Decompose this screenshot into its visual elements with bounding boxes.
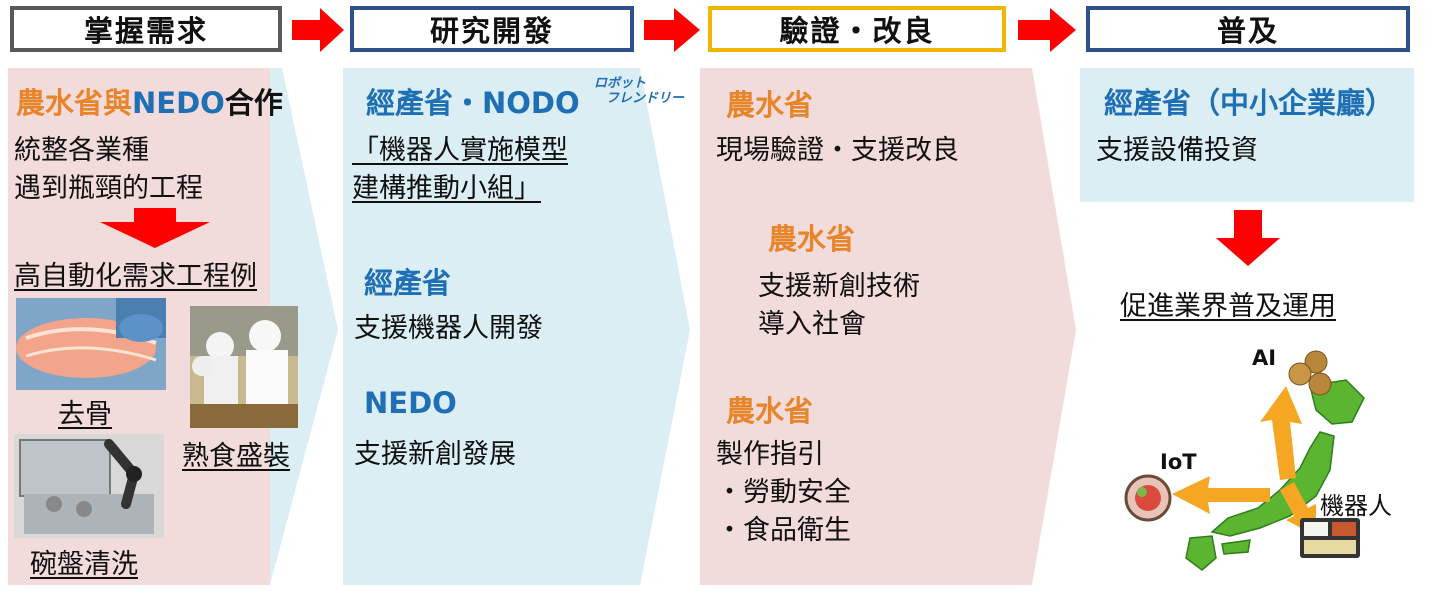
- col3-org3-line2: ・勞動安全: [716, 477, 851, 508]
- col4-org-text: 支援設備投資: [1096, 135, 1258, 166]
- col1-down-arrow: [100, 208, 210, 248]
- photo-label-dish-washing: 碗盤清洗: [30, 549, 138, 580]
- kyushu-shape: [1185, 535, 1217, 571]
- photo-label-deboning: 去骨: [58, 399, 112, 430]
- map-label-iot: IoT: [1160, 450, 1197, 474]
- col1-line2: 遇到瓶頸的工程: [14, 173, 203, 204]
- ai-arrow: [1260, 386, 1302, 480]
- col4-org: 經產省（中小企業廳）: [1104, 86, 1395, 120]
- map-label-ai: AI: [1252, 346, 1277, 370]
- col3-org2: 農水省: [768, 222, 856, 256]
- col2-org3-text: 支援新創發展: [354, 439, 516, 470]
- photo-label-food-packing: 熟食盛裝: [182, 441, 290, 472]
- logo-line2: フレンドリー: [606, 91, 685, 106]
- col2-org2-text: 支援機器人開發: [354, 313, 543, 344]
- col3-org3-line1: 製作指引: [716, 439, 824, 470]
- step-arrow-3: [1018, 8, 1076, 52]
- step-arrow-1: [292, 8, 344, 52]
- col4-result: 促進業界普及運用: [1120, 291, 1336, 322]
- col3-org1-text: 現場驗證・支援改良: [716, 135, 959, 166]
- robot-friendly-logo: ロボット フレンドリー: [592, 76, 684, 116]
- dish-washing-photo: [14, 434, 164, 538]
- col3-org1: 農水省: [726, 88, 814, 122]
- col3-org2-line1: 支援新創技術: [758, 271, 920, 302]
- col4-down-arrow: [1216, 210, 1280, 266]
- food-packing-photo: [190, 306, 298, 428]
- japan-map-illustration: [1124, 350, 1365, 571]
- step-header-4: 普及: [1086, 6, 1410, 52]
- col1-title: 農水省與NEDO合作: [16, 80, 283, 122]
- shikoku-shape: [1221, 539, 1251, 555]
- deboning-photo: [16, 298, 166, 390]
- step-arrow-2: [644, 8, 700, 52]
- step-header-3: 驗證・改良: [708, 6, 1006, 52]
- col2-group-line2: 建構推動小組」: [352, 173, 541, 204]
- honshu-shape: [1210, 431, 1335, 537]
- col3-org3: 農水省: [726, 394, 814, 428]
- col4-box: [1080, 68, 1414, 202]
- col1-title-suffix: 合作: [224, 86, 283, 120]
- col2-org1: 經產省・NODO: [366, 86, 580, 120]
- map-label-robot: 機器人: [1320, 492, 1392, 520]
- col3-org3-line3: ・食品衛生: [716, 515, 851, 546]
- logo-line1: ロボット: [594, 76, 647, 91]
- col1-title-nedo: NEDO: [132, 86, 225, 120]
- col3-org2-line2: 導入社會: [758, 309, 866, 340]
- col2-group-line1: 「機器人實施模型: [352, 135, 568, 166]
- step-header-1: 掌握需求: [10, 6, 282, 52]
- col3-chevron: [700, 68, 1076, 585]
- iot-arrow: [1172, 476, 1270, 514]
- col2-org3: NEDO: [364, 386, 457, 420]
- col1-subhead: 高自動化需求工程例: [14, 261, 257, 292]
- col1-title-org: 農水省與: [16, 86, 133, 120]
- col2-chevron: [343, 68, 690, 585]
- col1-line1: 統整各業種: [14, 135, 149, 166]
- ai-food-icon: [1304, 350, 1328, 374]
- col2-org2: 經產省: [364, 266, 452, 300]
- step-header-2: 研究開發: [350, 6, 634, 52]
